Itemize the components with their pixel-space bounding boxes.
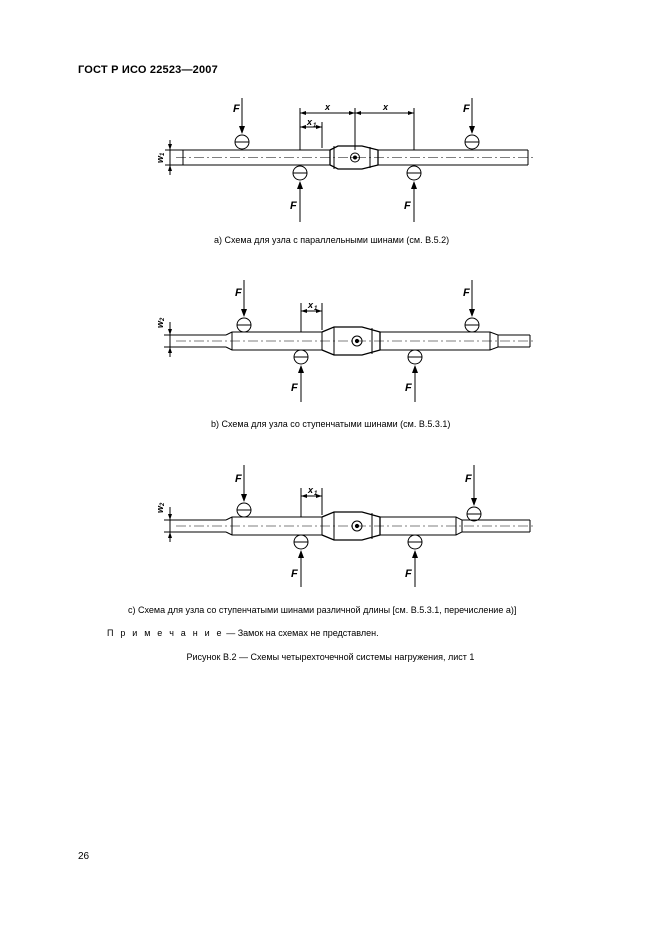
- force-label: F: [404, 200, 411, 212]
- force-label: F: [235, 473, 242, 485]
- dimension-w-subscript: 1: [160, 152, 166, 156]
- figure-a: F F F F x x x 1 w 1: [150, 95, 550, 225]
- figure-b-drawing: F F F F x 1 w 2: [155, 280, 535, 402]
- dimension-x1-label: x: [307, 300, 314, 310]
- force-label: F: [463, 287, 470, 299]
- figure-b: F F F F x 1 w 2: [150, 278, 550, 403]
- force-label: F: [463, 103, 470, 115]
- figure-c-caption: c) Схема для узла со ступенчатыми шинами…: [128, 605, 517, 615]
- page-header: ГОСТ Р ИСО 22523—2007: [78, 64, 218, 76]
- dimension-w-label: w: [155, 155, 165, 163]
- dimension-x1-subscript: 1: [314, 306, 318, 312]
- figure-a-drawing: F F F F x x x 1 w 1: [155, 98, 535, 222]
- note: П р и м е ч а н и е — Замок на схемах не…: [107, 628, 379, 638]
- force-label: F: [290, 200, 297, 212]
- dimension-x1-label: x: [307, 485, 314, 495]
- dimension-w-subscript: 2: [160, 502, 166, 507]
- note-lead: П р и м е ч а н и е: [107, 628, 224, 638]
- dimension-w-label: w: [155, 505, 165, 513]
- force-label: F: [291, 568, 298, 580]
- dimension-x-label: x: [382, 102, 389, 112]
- dimension-x1-subscript: 1: [313, 123, 317, 129]
- figure-c: F F F F x 1 w 2: [150, 462, 550, 587]
- force-label: F: [405, 568, 412, 580]
- dimension-x-label: x: [324, 102, 331, 112]
- figure-c-drawing: F F F F x 1 w 2: [155, 465, 535, 587]
- force-label: F: [235, 287, 242, 299]
- page-number: 26: [78, 851, 90, 862]
- figure-b-caption: b) Схема для узла со ступенчатыми шинами…: [211, 419, 451, 429]
- force-label: F: [405, 382, 412, 394]
- figure-a-caption: a) Схема для узла с параллельными шинами…: [214, 235, 450, 245]
- dimension-w-label: w: [155, 320, 165, 328]
- force-label: F: [291, 382, 298, 394]
- note-text: — Замок на схемах не представлен.: [223, 628, 379, 638]
- force-label: F: [233, 103, 240, 115]
- force-label: F: [465, 473, 472, 485]
- dimension-x1-label: x: [306, 117, 313, 127]
- dimension-x1-subscript: 1: [314, 491, 318, 497]
- dimension-w-subscript: 2: [160, 317, 166, 322]
- figure-title: Рисунок В.2 — Схемы четырехточечной сист…: [186, 652, 475, 662]
